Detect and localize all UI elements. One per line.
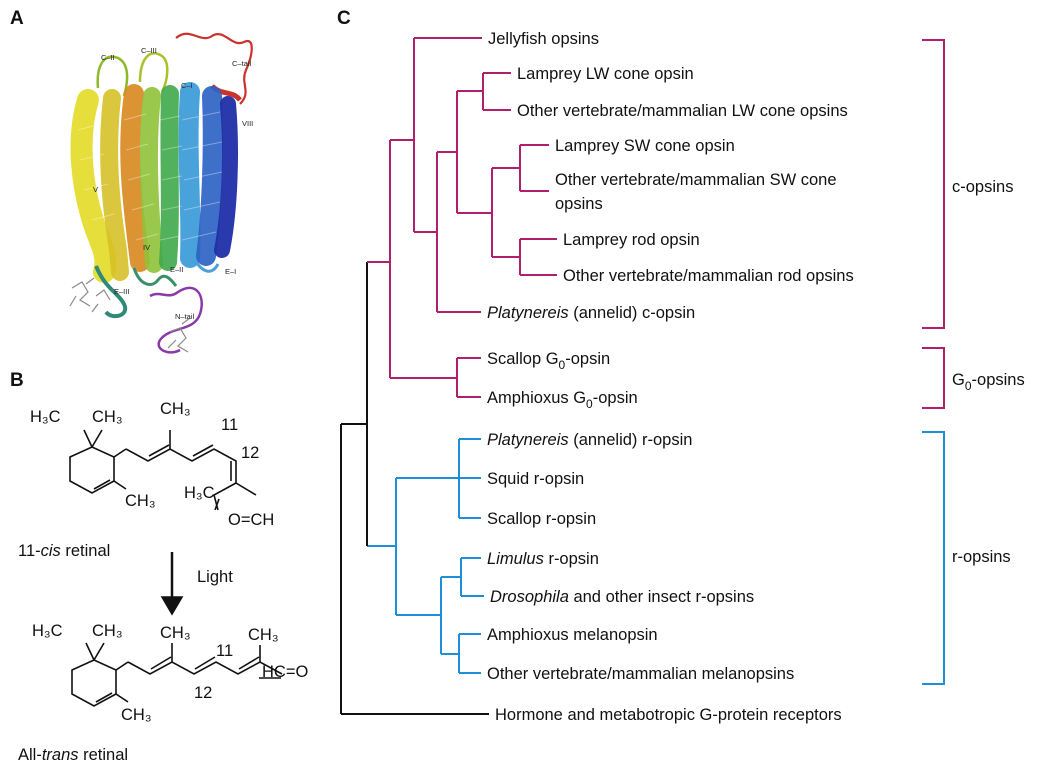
- leaf-label: Amphioxus melanopsin: [487, 626, 658, 644]
- panel-label-a: A: [10, 8, 24, 29]
- leaf-label-line2: opsins: [555, 195, 603, 213]
- helix-8: [214, 96, 238, 258]
- leaf-label: Jellyfish opsins: [488, 30, 599, 48]
- trans-ch3-mid: CH₃: [160, 624, 191, 642]
- group-bracket: [922, 431, 945, 685]
- cis-chain: [125, 430, 257, 511]
- leaf-label: Lamprey SW cone opsin: [555, 137, 735, 155]
- cis-ch3-left: CH₃: [92, 408, 123, 426]
- cis-double-bonds: [148, 444, 232, 511]
- panel-label-c: C: [337, 8, 351, 29]
- helix-4: [100, 89, 129, 281]
- trans-ch3-bottom: CH₃: [121, 706, 152, 724]
- trans-n11: 11: [216, 642, 233, 660]
- label-e3: E–III: [114, 287, 129, 296]
- leaf-label: Squid r-opsin: [487, 470, 584, 488]
- cis-h3c: H₃C: [30, 408, 61, 426]
- leaf-label: Platynereis (annelid) r-opsin: [487, 431, 692, 449]
- retinal-labels: H₃C CH₃ CH₃ CH₃ 11 12 H₃C O=CH 11-cis re…: [18, 400, 308, 764]
- trans-h3c: H₃C: [32, 622, 63, 640]
- group-label: r-opsins: [952, 548, 1011, 566]
- group-label: G0-opsins: [952, 371, 1025, 393]
- helix-2: [139, 87, 163, 273]
- cis-label: 11-cis retinal: [18, 542, 110, 560]
- loop-e2: [132, 267, 178, 287]
- label-h5: V: [93, 185, 98, 194]
- trans-hc-o: HC=O: [262, 663, 308, 681]
- tree-branches: [340, 37, 557, 715]
- loop-c3: [138, 52, 169, 93]
- leaf-label: Scallop r-opsin: [487, 510, 596, 528]
- trans-ch3-right: CH₃: [248, 626, 279, 644]
- leaf-label: Hormone and metabotropic G-protein recep…: [495, 706, 842, 724]
- cis-n11: 11: [221, 416, 238, 434]
- cis-ring: [69, 446, 115, 494]
- trans-double-bonds: [150, 656, 281, 679]
- trans-chain: [127, 643, 283, 675]
- label-e1: E–I: [225, 267, 236, 276]
- retinal-isomerization: [69, 429, 283, 707]
- helix-3: [120, 84, 150, 272]
- leaf-label: Other vertebrate/mammalian SW cone: [555, 171, 837, 189]
- group-bracket: [922, 347, 945, 409]
- panel-label-b: B: [10, 370, 24, 391]
- loop-c2: [96, 55, 129, 97]
- label-ctail: C–tail: [232, 59, 252, 68]
- rhodopsin-ribbon-structure: C–II C–III C–tail C–I VIII V IV E–II E–I…: [69, 32, 253, 354]
- trans-n12: 12: [194, 684, 212, 702]
- cis-h3c-chain: H₃C: [184, 484, 215, 502]
- label-e2: E–II: [170, 265, 183, 274]
- label-ntail: N–tail: [175, 312, 195, 321]
- loop-ctail: [175, 32, 253, 105]
- leaf-label: Other vertebrate/mammalian LW cone opsin…: [517, 102, 848, 120]
- cis-ch3-bottom: CH₃: [125, 492, 156, 510]
- leaf-label: Limulus r-opsin: [487, 550, 599, 568]
- leaf-label: Amphioxus G0-opsin: [487, 389, 638, 411]
- helix-7: [178, 82, 201, 268]
- trans-ring-double: [95, 692, 113, 703]
- helix-1: [196, 86, 223, 266]
- group-bracket: [922, 39, 945, 329]
- label-c3: C–III: [141, 46, 157, 55]
- leaf-label: Lamprey LW cone opsin: [517, 65, 694, 83]
- loop-e1: [194, 261, 220, 273]
- cis-substituents: [83, 429, 127, 490]
- label-c1: C–I: [181, 81, 193, 90]
- glycan-sticks: [69, 277, 191, 353]
- cis-oc-h: O=CH: [228, 511, 274, 529]
- leaf-label: Drosophila and other insect r-opsins: [490, 588, 754, 606]
- group-brackets: [922, 39, 945, 685]
- helix-6: [159, 85, 179, 271]
- helix-5: [70, 89, 117, 283]
- label-h4: IV: [143, 243, 150, 252]
- trans-ring: [71, 659, 117, 707]
- leaf-label: Scallop G0-opsin: [487, 350, 610, 372]
- cis-ring-double: [93, 479, 111, 490]
- trans-substituents: [85, 642, 129, 703]
- leaf-label: Other vertebrate/mammalian rod opsins: [563, 267, 854, 285]
- trans-label: All-trans retinal: [18, 746, 128, 764]
- light-arrow-head: [160, 596, 184, 616]
- label-h8: VIII: [242, 119, 253, 128]
- leaf-label: Other vertebrate/mammalian melanopsins: [487, 665, 794, 683]
- group-label: c-opsins: [952, 178, 1013, 196]
- label-c2: C–II: [101, 53, 115, 62]
- cis-ch3-top: CH₃: [160, 400, 191, 418]
- cis-n12: 12: [241, 444, 259, 462]
- trans-ch3-left: CH₃: [92, 622, 123, 640]
- loop-ntail: [149, 286, 203, 354]
- leaf-label: Platynereis (annelid) c-opsin: [487, 304, 695, 322]
- helix-ribbing: [77, 111, 223, 241]
- loop-e3: [94, 265, 128, 319]
- leaf-label: Lamprey rod opsin: [563, 231, 700, 249]
- light-label: Light: [197, 568, 233, 586]
